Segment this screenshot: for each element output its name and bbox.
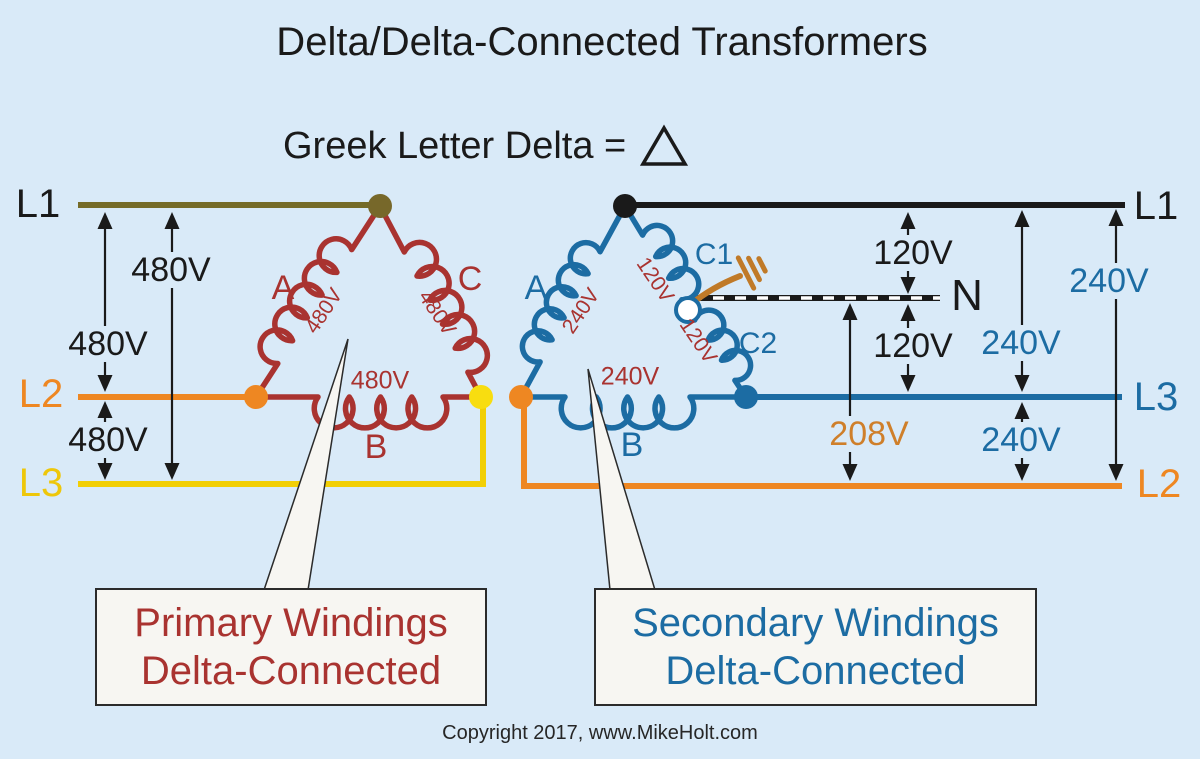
secondary-winding-a-coil bbox=[518, 203, 628, 400]
voltage-240v-l1-l3: 240V bbox=[976, 325, 1066, 361]
secondary-winding-c1-coil bbox=[622, 203, 702, 313]
secondary-right-node bbox=[734, 385, 758, 409]
label-l3-left: L3 bbox=[18, 461, 64, 505]
secondary-left-node bbox=[509, 385, 533, 409]
secondary-winding-c1-label: C1 bbox=[694, 238, 734, 271]
primary-winding-c-label: C bbox=[457, 260, 483, 298]
secondary-callout-pointer bbox=[587, 368, 657, 591]
primary-winding-a-coil bbox=[253, 203, 383, 400]
voltage-120v-l1-n: 120V bbox=[868, 235, 958, 271]
secondary-callout-line1: Secondary Windings bbox=[632, 601, 999, 645]
voltage-480v-l2-l3: 480V bbox=[63, 422, 153, 458]
secondary-winding-b-label: B bbox=[620, 426, 644, 464]
voltage-240v-l3-l2: 240V bbox=[976, 422, 1066, 458]
primary-winding-b-voltage: 480V bbox=[350, 366, 410, 395]
subtitle: Greek Letter Delta = bbox=[283, 124, 689, 168]
secondary-winding-c2-coil bbox=[685, 307, 754, 400]
label-l1-right: L1 bbox=[1133, 184, 1179, 228]
primary-winding-b-coil bbox=[253, 394, 484, 431]
secondary-callout-box: Secondary Windings Delta-Connected bbox=[594, 588, 1037, 706]
primary-callout-line2: Delta-Connected bbox=[140, 649, 442, 693]
arrow-208v-n-l2 bbox=[842, 303, 858, 481]
voltage-120v-n-l3: 120V bbox=[868, 328, 958, 364]
primary-callout-box: Primary Windings Delta-Connected bbox=[95, 588, 487, 706]
primary-callout-pointer bbox=[262, 338, 349, 591]
arrow-240v-l1-l2 bbox=[1108, 209, 1124, 481]
l2-line-right bbox=[521, 400, 1122, 489]
primary-winding-b-label: B bbox=[364, 428, 388, 466]
page-title: Delta/Delta-Connected Transformers bbox=[276, 20, 928, 64]
delta-triangle-icon bbox=[640, 124, 689, 166]
primary-winding-c-coil bbox=[377, 203, 491, 400]
label-l3-right: L3 bbox=[1133, 375, 1179, 419]
secondary-winding-b-voltage: 240V bbox=[600, 362, 660, 391]
voltage-480v-l1-l2: 480V bbox=[63, 326, 153, 362]
label-neutral: N bbox=[951, 271, 983, 320]
label-l1-left: L1 bbox=[15, 182, 61, 226]
arrow-240v-l1-l3 bbox=[1014, 210, 1030, 392]
l3-line-left bbox=[78, 400, 486, 487]
voltage-240v-l1-l2: 240V bbox=[1064, 263, 1154, 299]
subtitle-text: Greek Letter Delta = bbox=[283, 124, 627, 167]
copyright-text: Copyright 2017, www.MikeHolt.com bbox=[442, 722, 758, 744]
label-l2-right: L2 bbox=[1136, 462, 1182, 506]
voltage-480v-l1-l3: 480V bbox=[126, 252, 216, 288]
primary-winding-a-label: A bbox=[271, 269, 295, 307]
label-l2-left: L2 bbox=[18, 372, 64, 416]
primary-right-node bbox=[469, 385, 493, 409]
secondary-apex-node bbox=[613, 194, 637, 218]
secondary-winding-b-coil bbox=[518, 394, 749, 431]
secondary-winding-a-label: A bbox=[524, 269, 548, 307]
primary-left-node bbox=[244, 385, 268, 409]
primary-callout-line1: Primary Windings bbox=[134, 601, 448, 645]
voltage-208v-n-l2: 208V bbox=[824, 416, 914, 452]
secondary-callout-line2: Delta-Connected bbox=[665, 649, 966, 693]
secondary-winding-c2-label: C2 bbox=[738, 327, 778, 360]
arrow-480v-l1-l2 bbox=[97, 212, 113, 392]
primary-apex-node bbox=[368, 194, 392, 218]
center-tap-node bbox=[674, 296, 702, 324]
